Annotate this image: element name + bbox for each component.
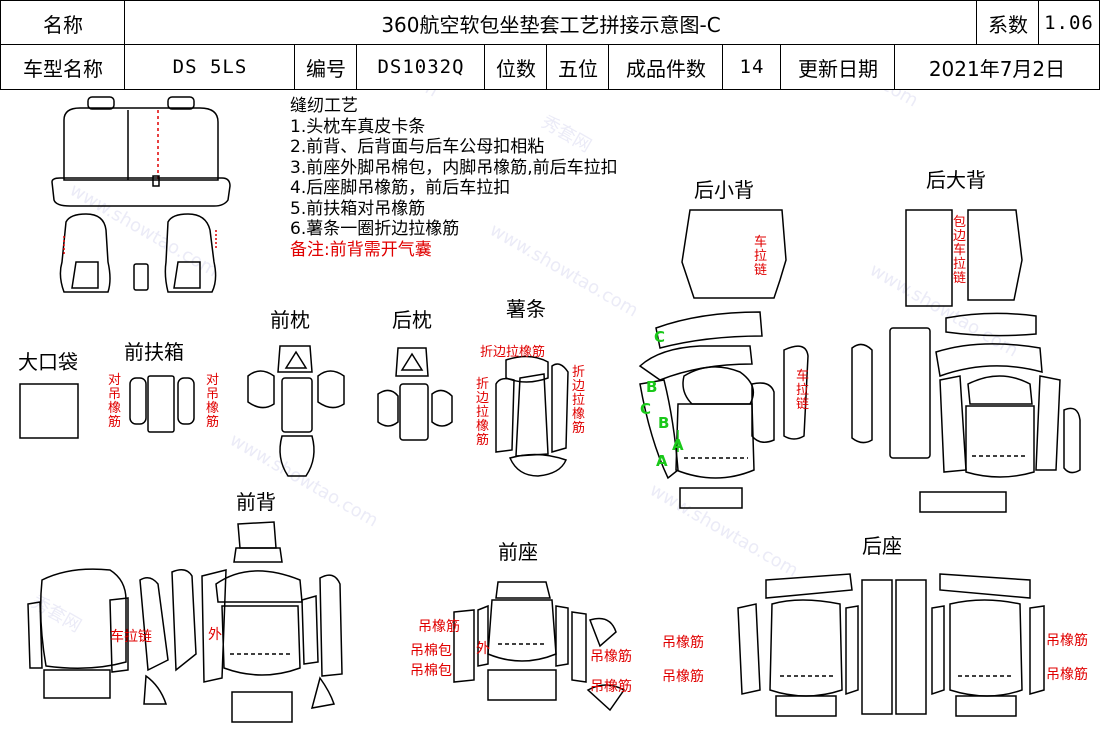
rear-bench-thumbnail xyxy=(51,96,231,207)
craft-step: 1.头枕车真皮卡条 xyxy=(290,116,426,137)
fries-pieces xyxy=(495,355,569,477)
craft-step: 2.前背、后背面与后车公母扣相粘 xyxy=(290,137,545,157)
annotation-cotton-pack: 吊棉包 xyxy=(410,643,452,659)
craft-step: 4.后座脚吊橡筋，前后车拉扣 xyxy=(290,178,511,198)
marker-b: B xyxy=(646,378,658,396)
marker-a: A xyxy=(672,436,684,454)
front-headrest-pieces xyxy=(247,345,345,477)
front-armrest-pieces xyxy=(129,375,195,433)
craft-title: 缝纫工艺 xyxy=(290,96,358,116)
annotation-elastic: 吊橡筋 xyxy=(590,649,632,665)
annotation-outer: 外 xyxy=(476,641,490,657)
label-front-armrest: 前扶箱 xyxy=(124,340,184,364)
front-back-pieces xyxy=(27,521,343,723)
craft-step: 6.薯条一圈折边拉橡筋 xyxy=(290,219,460,239)
marker-b: B xyxy=(658,414,670,432)
craft-step: 3.前座外脚吊棉包，内脚吊橡筋,前后车拉扣 xyxy=(290,157,618,178)
label-big-pocket: 大口袋 xyxy=(18,350,78,374)
craft-note: 备注:前背需开气囊 xyxy=(290,239,432,260)
rear-headrest-pieces xyxy=(377,347,453,441)
craft-step: 5.前扶箱对吊橡筋 xyxy=(290,198,426,219)
marker-a: A xyxy=(656,452,668,470)
seats-label: 位数 xyxy=(484,44,548,90)
annotation-fold-elastic: 折边拉橡筋 xyxy=(480,345,546,360)
annotation-elastic: 吊橡筋 xyxy=(662,635,704,651)
front-seat-pieces xyxy=(453,581,626,712)
label-fries: 薯条 xyxy=(506,297,546,321)
big-pocket-piece xyxy=(19,383,79,439)
pieces-label: 成品件数 xyxy=(608,44,724,90)
coef-label: 系数 xyxy=(976,0,1040,46)
seats-value: 五位 xyxy=(546,44,610,90)
rear-seat-pieces xyxy=(737,573,1045,717)
label-rear-seat: 后座 xyxy=(862,534,902,558)
annotation-fold-elastic: 折边拉橡筋 xyxy=(476,377,490,448)
rear-big-back-pieces xyxy=(851,209,1081,513)
label-rear-headrest: 后枕 xyxy=(392,308,432,332)
date-label: 更新日期 xyxy=(780,44,896,90)
label-rear-small-back: 后小背 xyxy=(694,178,754,202)
header-table: 名称 360航空软包坐垫套工艺拼接示意图-C 系数 1.06 车型名称 DS 5… xyxy=(0,0,1100,90)
front-seat-thumbnail xyxy=(59,213,217,293)
annotation-fold-elastic: 折边拉橡筋 xyxy=(572,365,586,436)
marker-c: C xyxy=(654,328,666,346)
annotation-zipper: 车拉链 xyxy=(754,235,768,278)
annotation-elastic: 吊橡筋 xyxy=(662,669,704,685)
date-value: 2021年7月2日 xyxy=(894,44,1100,90)
annotation-outer: 外 xyxy=(208,627,222,643)
label-rear-big-back: 后大背 xyxy=(926,168,986,192)
annotation-elastic: 吊橡筋 xyxy=(418,619,460,635)
annotation-wrap-zipper: 包边车拉链 xyxy=(953,215,967,286)
pieces-value: 14 xyxy=(722,44,782,90)
annotation-zipper: 车拉链 xyxy=(796,369,810,412)
annotation-elastic: 吊橡筋 xyxy=(1046,667,1088,683)
annotation-zipper-main: 车拉链 xyxy=(110,629,152,645)
label-front-headrest: 前枕 xyxy=(270,308,310,332)
annotation-elastic: 吊橡筋 xyxy=(590,679,632,695)
craft-notes: 缝纫工艺 1.头枕车真皮卡条 2.前背、后背面与后车公母扣相粘 3.前座外脚吊棉… xyxy=(290,96,618,260)
rear-small-back-pieces xyxy=(638,209,809,509)
name-label: 名称 xyxy=(0,0,126,46)
coef-value: 1.06 xyxy=(1038,0,1100,46)
annotation-cotton-pack: 吊棉包 xyxy=(410,663,452,679)
model-label: 车型名称 xyxy=(0,44,126,90)
annotation-elastic: 吊橡筋 xyxy=(1046,633,1088,649)
marker-c: C xyxy=(640,400,652,418)
annotation-pair-elastic: 对吊橡筋 xyxy=(108,373,122,430)
label-front-back: 前背 xyxy=(236,490,276,514)
annotation-pair-elastic: 对吊橡筋 xyxy=(206,373,220,430)
label-front-seat: 前座 xyxy=(498,540,538,564)
code-value: DS1032Q xyxy=(356,44,486,90)
